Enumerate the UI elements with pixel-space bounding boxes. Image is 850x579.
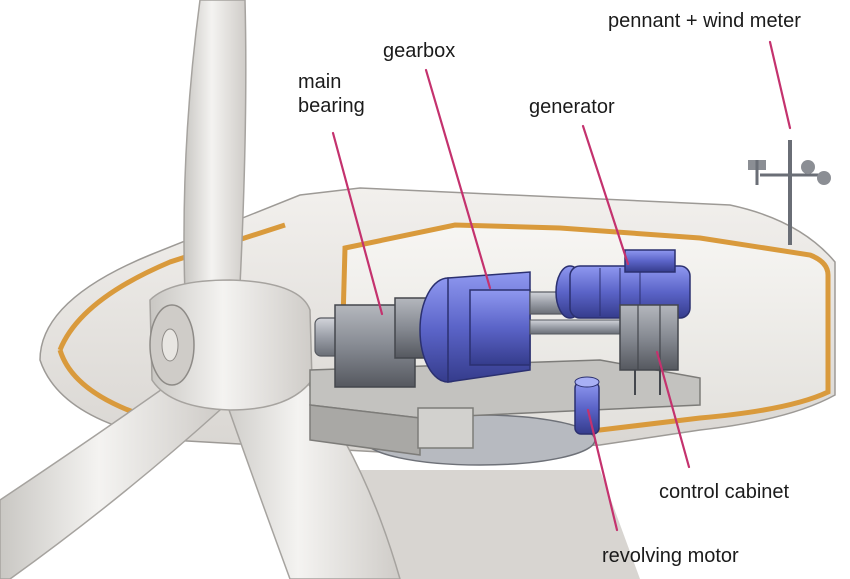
- rotor-hub: [149, 279, 313, 411]
- revolving-motor-part: [574, 376, 600, 435]
- machine-bedplate: [309, 359, 701, 466]
- control-cabinet-part: [619, 304, 679, 395]
- pennant-wind-meter-part: [748, 140, 831, 245]
- label-gearbox: gearbox: [383, 40, 456, 62]
- label-main-bearing-line1: main: [298, 71, 342, 93]
- leader-pennant: [768, 40, 792, 130]
- leader-generator: [581, 124, 630, 266]
- label-revolving-motor: revolving motor: [602, 545, 739, 567]
- leader-revolving-motor: [586, 408, 619, 532]
- leader-main-bearing: [331, 131, 384, 316]
- leader-gearbox: [424, 68, 492, 290]
- label-pennant-wind-meter: pennant + wind meter: [608, 10, 801, 32]
- leader-lines: [331, 40, 792, 532]
- leader-control-cabinet: [655, 350, 691, 469]
- label-generator: generator: [529, 96, 615, 118]
- gearbox-part: [419, 271, 531, 383]
- label-control-cabinet: control cabinet: [659, 481, 790, 503]
- label-main-bearing-line2: bearing: [298, 95, 365, 117]
- label-main-bearing: main bearing: [298, 70, 388, 118]
